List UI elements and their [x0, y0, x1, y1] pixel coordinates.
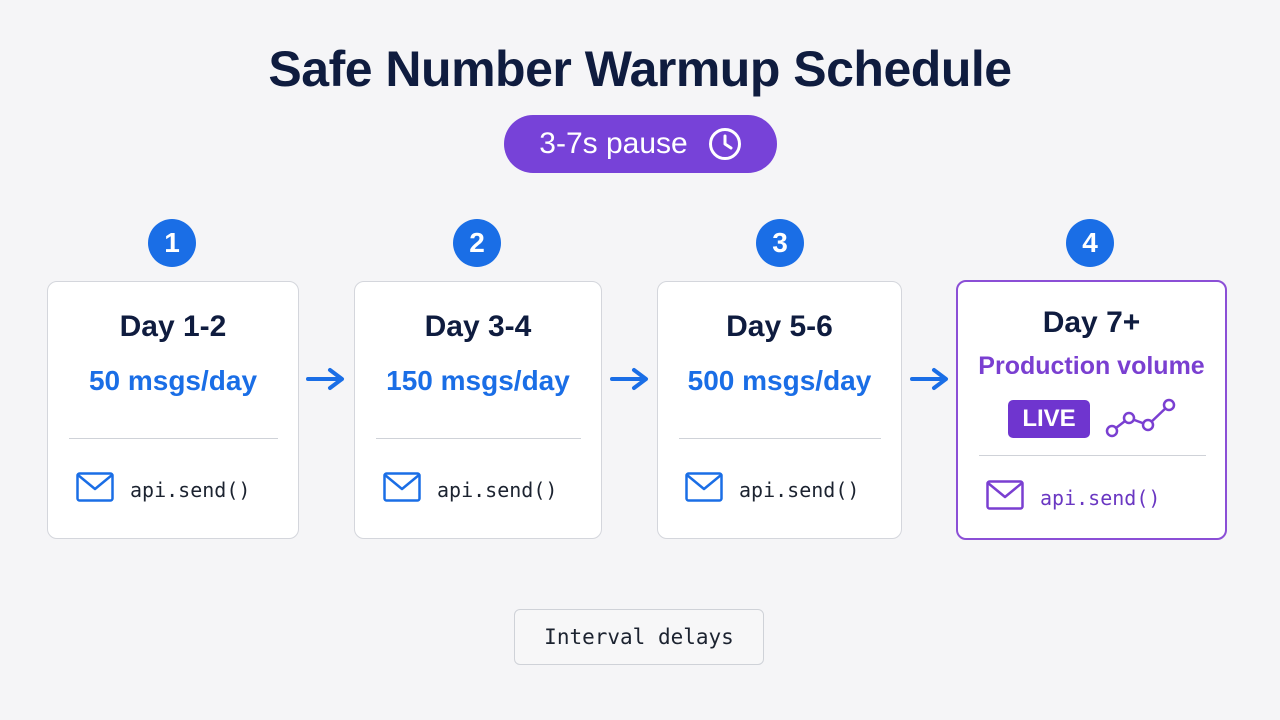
message-volume: 50 msgs/day — [88, 365, 258, 396]
page-title: Safe Number Warmup Schedule — [268, 41, 1012, 97]
arrow-right-icon — [306, 366, 346, 397]
pause-pill: 3-7s pause — [504, 115, 777, 173]
step-card-3: Day 5-6 500 msgs/day api.send() — [657, 281, 902, 539]
api-row: api.send() — [685, 472, 859, 507]
live-badge: LIVE — [1008, 400, 1090, 438]
envelope-icon — [383, 472, 421, 507]
day-range: Day 3-4 — [424, 310, 532, 343]
day-range: Day 5-6 — [726, 310, 833, 343]
divider — [679, 438, 881, 439]
divider — [979, 455, 1206, 456]
clock-icon — [708, 127, 742, 161]
api-row: api.send() — [76, 472, 250, 507]
api-call: api.send() — [739, 477, 860, 502]
step-badge-4: 4 — [1066, 219, 1114, 267]
step-card-2: Day 3-4 150 msgs/day api.send() — [354, 281, 602, 539]
divider — [69, 438, 278, 439]
api-row: api.send() — [383, 472, 557, 507]
message-volume: Production volume — [978, 352, 1205, 380]
api-call: api.send() — [1040, 485, 1161, 510]
trend-line-icon — [1105, 396, 1177, 443]
day-range: Day 1-2 — [119, 310, 227, 343]
interval-delays-label: Interval delays — [514, 609, 764, 665]
api-call: api.send() — [437, 477, 558, 502]
arrow-right-icon — [610, 366, 650, 397]
divider — [376, 438, 581, 439]
step-card-4: Day 7+ Production volume LIVE api.send() — [956, 280, 1227, 540]
envelope-icon — [76, 472, 114, 507]
step-badge-3: 3 — [756, 219, 804, 267]
message-volume: 500 msgs/day — [687, 365, 872, 396]
step-badge-1: 1 — [148, 219, 196, 267]
step-badge-2: 2 — [453, 219, 501, 267]
api-row: api.send() — [986, 480, 1160, 515]
envelope-icon — [685, 472, 723, 507]
day-range: Day 7+ — [1042, 306, 1141, 339]
envelope-icon — [986, 480, 1024, 515]
step-card-1: Day 1-2 50 msgs/day api.send() — [47, 281, 299, 539]
pause-label: 3-7s pause — [539, 127, 688, 160]
message-volume: 150 msgs/day — [386, 365, 570, 396]
api-call: api.send() — [130, 477, 251, 502]
arrow-right-icon — [910, 366, 950, 397]
